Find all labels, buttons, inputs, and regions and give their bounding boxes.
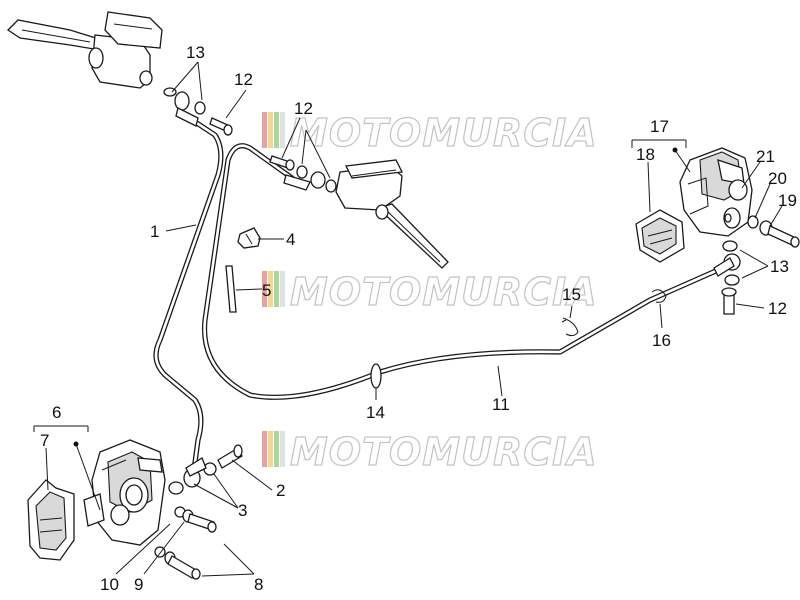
brake-pads-icon — [635, 209, 685, 263]
brake-master-cylinder-icon — [335, 159, 449, 269]
hose-band-icon — [370, 363, 382, 389]
watermark-top: MOTOMURCIA — [262, 110, 598, 156]
brake-hose-icon — [201, 143, 721, 400]
callout-dots — [73, 147, 678, 447]
callout-2: 2 — [276, 481, 285, 500]
callout-8: 8 — [254, 575, 263, 594]
bolt-icon — [154, 506, 217, 580]
callout-1: 1 — [150, 222, 159, 241]
leader-lines — [33, 61, 783, 577]
callout-19: 19 — [778, 191, 797, 210]
callout-13: 13 — [770, 257, 789, 276]
brake-hose-icon — [153, 109, 224, 473]
callout-20: 20 — [768, 169, 787, 188]
watermark-middle: MOTOMURCIA — [262, 269, 598, 315]
callout-16: 16 — [652, 331, 671, 350]
callout-9: 9 — [134, 575, 143, 594]
watermark-text: MOTOMURCIA — [290, 111, 598, 155]
hose-band-icon — [651, 289, 667, 303]
banjo-fitting-icon — [713, 240, 741, 315]
callout-6: 6 — [52, 403, 61, 422]
callout-21: 21 — [756, 147, 775, 166]
callout-10: 10 — [100, 575, 119, 594]
callout-7: 7 — [40, 431, 49, 450]
watermark-text: MOTOMURCIA — [290, 430, 598, 474]
callout-18: 18 — [636, 145, 655, 164]
pin-icon — [225, 265, 237, 313]
clamp-icon — [561, 317, 579, 337]
callout-11: 11 — [492, 395, 510, 414]
callout-4: 4 — [286, 230, 295, 249]
callout-12: 12 — [234, 70, 253, 89]
banjo-fitting-icon — [269, 155, 337, 193]
washer-icon — [747, 215, 800, 248]
banjo-fitting-icon — [163, 87, 233, 136]
callout-15: 15 — [562, 285, 581, 304]
callout-12: 12 — [294, 99, 313, 118]
callout-labels: 13 12 12 1 4 5 14 11 15 16 17 18 21 20 1… — [40, 43, 797, 594]
callout-3: 3 — [238, 501, 247, 520]
callout-12: 12 — [768, 299, 787, 318]
watermark-text: MOTOMURCIA — [290, 270, 598, 314]
callout-5: 5 — [262, 281, 271, 300]
brake-pads-icon — [27, 479, 75, 561]
brake-caliper-icon — [83, 439, 166, 546]
callout-17: 17 — [650, 117, 669, 136]
banjo-fitting-icon — [168, 444, 243, 495]
watermark-bottom: MOTOMURCIA — [262, 429, 598, 475]
brake-caliper-icon — [679, 147, 753, 237]
brake-master-cylinder-icon — [6, 11, 163, 89]
hose-clip-icon — [237, 227, 261, 249]
callout-13: 13 — [186, 43, 205, 62]
callout-14: 14 — [366, 403, 385, 422]
